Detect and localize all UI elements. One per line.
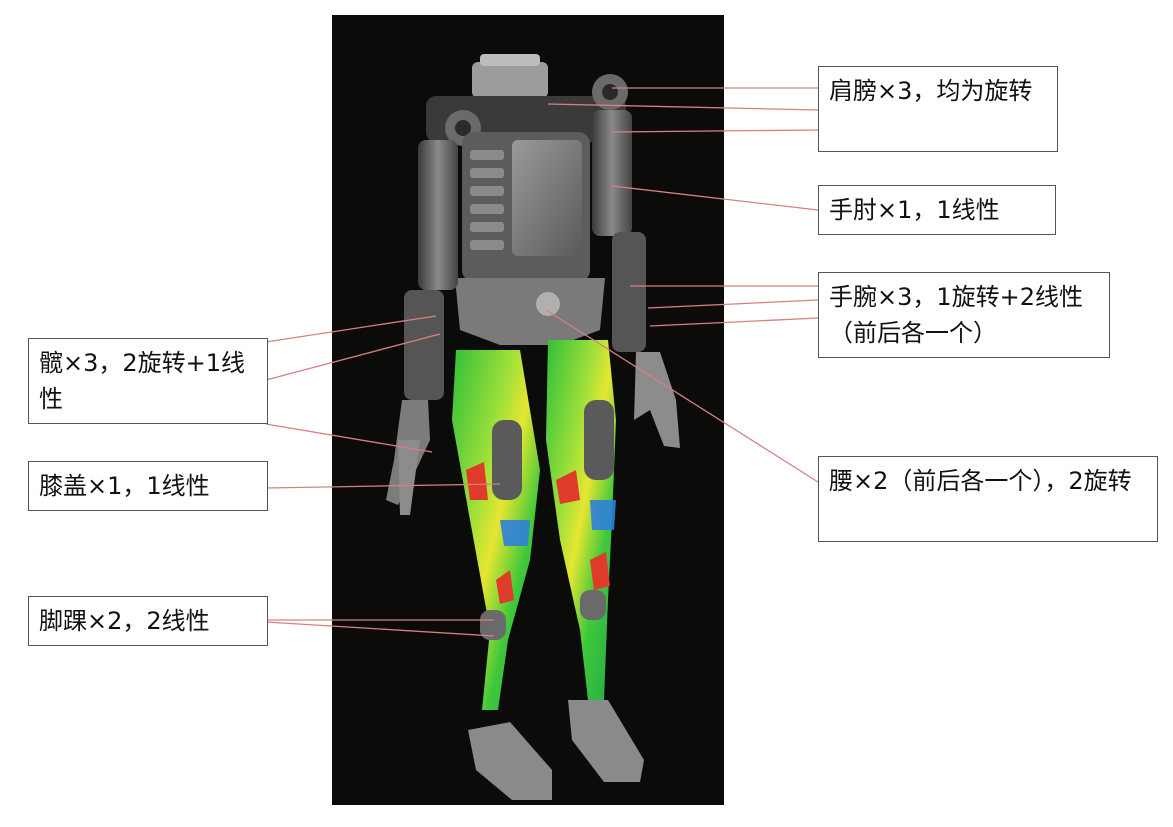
robot-right-arm	[592, 110, 680, 448]
wrist-annotation: 手腕×3，1旋转+2线性（前后各一个）	[818, 272, 1110, 358]
leader-line-elbow	[611, 185, 819, 211]
leader-line-knee	[265, 483, 501, 489]
robot-pelvis	[455, 278, 605, 345]
hip-annotation: 髋×3，2旋转+1线性	[28, 338, 268, 424]
leader-line-hip-1	[265, 315, 437, 343]
robot-left-arm	[386, 140, 458, 515]
robot-torso	[462, 132, 590, 282]
leader-line-wrist-2	[647, 299, 819, 309]
robot-left-leg	[452, 350, 552, 800]
leader-line-waist	[545, 309, 819, 483]
waist-annotation: 腰×2（前后各一个），2旋转	[818, 456, 1158, 542]
leader-line-shoulder-2	[547, 103, 819, 111]
shoulder-annotation: 肩膀×3，均为旋转	[818, 66, 1058, 152]
robot-right-leg	[546, 340, 644, 782]
elbow-annotation: 手肘×1，1线性	[818, 185, 1056, 235]
ankle-annotation: 脚踝×2，2线性	[28, 596, 268, 646]
leader-lines	[265, 87, 819, 637]
leader-line-hip-2	[265, 333, 441, 381]
leader-line-ankle-2	[265, 621, 495, 637]
leader-line-hip-3	[265, 423, 433, 453]
leader-line-shoulder-3	[611, 129, 819, 133]
leader-line-wrist-3	[649, 317, 819, 327]
robot-head	[472, 54, 548, 98]
knee-annotation: 膝盖×1，1线性	[28, 461, 268, 511]
